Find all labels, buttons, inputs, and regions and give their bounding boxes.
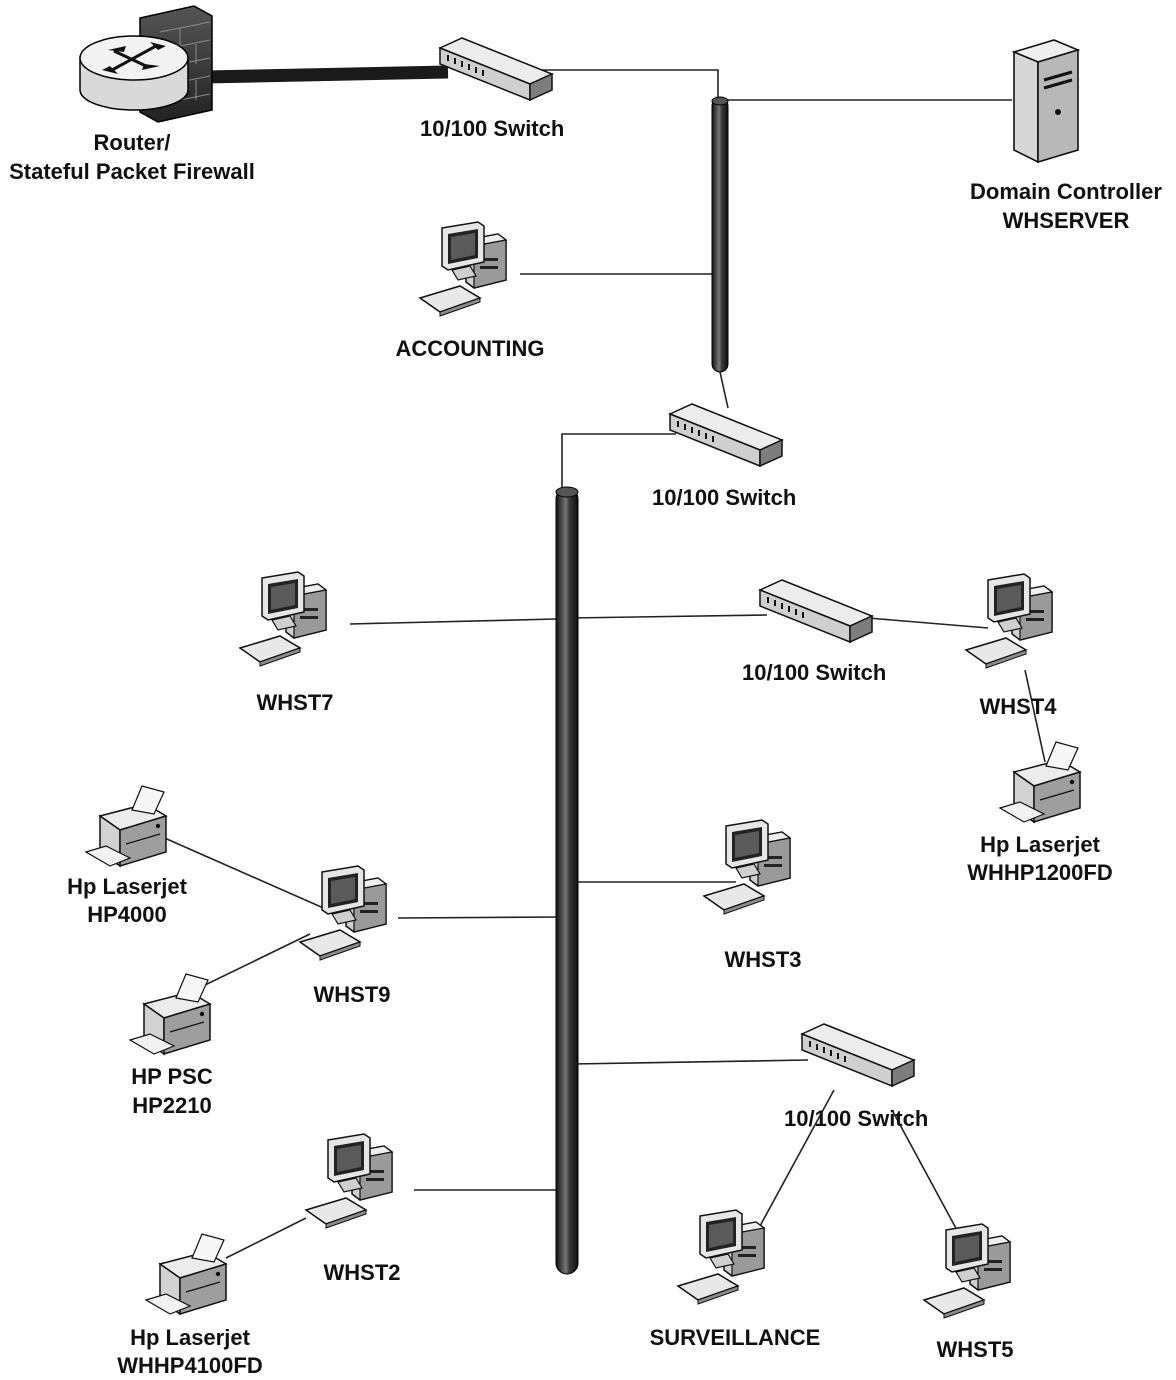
- whst7-label: WHST7: [257, 690, 334, 715]
- printer-whhp1200fd-label-line1: Hp Laserjet: [980, 832, 1100, 857]
- printer-hp2210-label-line1: HP PSC: [131, 1064, 213, 1089]
- backbone1-midswitch-link: [719, 371, 729, 409]
- printer-whhp1200fd-label-line2: WHHP1200FD: [967, 860, 1112, 885]
- switch-top-icon[interactable]: [439, 37, 553, 101]
- printer-whhp4100fd-label-line1: Hp Laserjet: [130, 1325, 250, 1350]
- printer-hp2210-icon[interactable]: [129, 973, 211, 1055]
- switch-right-icon[interactable]: [759, 579, 873, 643]
- rightswitch-whst4-link: [867, 617, 989, 629]
- workstation-whst5-icon[interactable]: [923, 1223, 1011, 1319]
- router-label-line2: Stateful Packet Firewall: [9, 159, 255, 184]
- workstation-whst7-icon[interactable]: [239, 571, 327, 667]
- workstation-surveillance-icon[interactable]: [677, 1209, 765, 1305]
- whst4-printer-link: [1024, 669, 1046, 763]
- printer-hp4000-label-line2: HP4000: [87, 902, 167, 927]
- workstation-whst9-icon[interactable]: [299, 865, 387, 961]
- midswitch-backbone2-link: [561, 433, 676, 488]
- switch-bottom-label: 10/100 Switch: [784, 1106, 928, 1131]
- workstation-whst4-icon[interactable]: [965, 573, 1053, 669]
- workstation-accounting-icon[interactable]: [419, 221, 507, 317]
- switch-backbone1-link: [540, 69, 719, 98]
- backbone2-bottomswitch-link: [571, 1059, 809, 1065]
- whst5-label: WHST5: [937, 1337, 1014, 1362]
- backbone-lower: [555, 486, 579, 1275]
- printer-whhp4100fd-label-line2: WHHP4100FD: [117, 1353, 262, 1378]
- whst2-label: WHST2: [324, 1260, 401, 1285]
- workstation-whst2-icon[interactable]: [305, 1133, 393, 1229]
- whst9-link: [397, 916, 557, 919]
- surveillance-label: SURVEILLANCE: [650, 1325, 821, 1350]
- switch-right-label: 10/100 Switch: [742, 660, 886, 685]
- domain-controller-label-line2: WHSERVER: [1003, 208, 1130, 233]
- switch-mid-label: 10/100 Switch: [652, 485, 796, 510]
- hp4000-whst9-link: [159, 835, 329, 911]
- switch-bottom-icon[interactable]: [801, 1023, 915, 1087]
- bottomswitch-whst5-link: [891, 1109, 959, 1233]
- printer-hp4000-icon[interactable]: [85, 785, 167, 867]
- workstation-whst3-icon[interactable]: [703, 819, 791, 915]
- switch-mid-icon[interactable]: [669, 403, 783, 467]
- router-firewall-icon[interactable]: [79, 5, 213, 123]
- printer-hp2210-label-line2: HP2210: [132, 1093, 212, 1118]
- whst3-label: WHST3: [725, 947, 802, 972]
- router-label-line1: Router/: [94, 130, 171, 155]
- connections: [159, 65, 1046, 1259]
- printer-whhp4100fd-icon[interactable]: [145, 1233, 227, 1315]
- domain-controller-label-line1: Domain Controller: [970, 179, 1162, 204]
- router-switch-link: [204, 65, 449, 84]
- whst2-printer-link: [225, 1217, 307, 1259]
- server-icon[interactable]: [1012, 38, 1080, 164]
- printer-hp4000-label-line1: Hp Laserjet: [67, 874, 187, 899]
- accounting-label: ACCOUNTING: [395, 336, 544, 361]
- printer-whhp1200fd-icon[interactable]: [999, 741, 1081, 823]
- bottomswitch-surveillance-link: [759, 1089, 835, 1227]
- whst9-label: WHST9: [314, 982, 391, 1007]
- switch-top-label: 10/100 Switch: [420, 116, 564, 141]
- backbone2-rightswitch-link: [569, 614, 768, 619]
- whst4-label: WHST4: [980, 694, 1058, 719]
- backbone-upper: [711, 96, 729, 373]
- whst7-link: [349, 618, 557, 625]
